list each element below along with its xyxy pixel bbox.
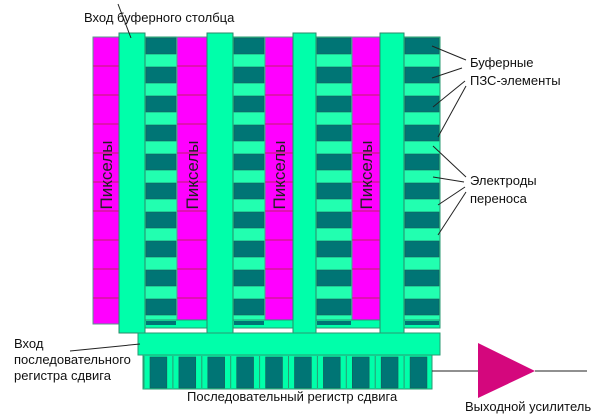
buffer-ccd-element — [145, 124, 177, 142]
serial-register-cell — [409, 356, 428, 389]
serial-register-cell — [149, 356, 168, 389]
buffer-ccd-element — [145, 182, 177, 200]
buffer-ccd-element — [404, 153, 440, 171]
buffer-column-bus — [206, 32, 234, 334]
buffer-ccd-element — [404, 182, 440, 200]
serial-register — [137, 332, 441, 390]
buffer-ccd-element — [316, 153, 352, 171]
buffer-ccd-element — [316, 298, 352, 316]
buffer-ccd-element — [233, 37, 265, 55]
buffer-ccd-element — [145, 240, 177, 258]
buffer-ccd-element — [316, 66, 352, 84]
buffer-bottom-strip — [405, 321, 439, 325]
buffer-ccd-element — [404, 95, 440, 113]
label-serial-input-2: последовательного — [14, 352, 131, 367]
buffer-ccd-element — [404, 66, 440, 84]
serial-register-cell — [265, 356, 283, 389]
buffer-ccd-element — [145, 298, 177, 316]
pixel-column-label: Пикселы — [270, 141, 289, 210]
pixel-column — [92, 36, 120, 325]
buffer-ccd-element — [233, 66, 265, 84]
output-amplifier-icon — [478, 343, 535, 398]
label-output-amplifier: Выходной усилитель — [465, 399, 591, 414]
label-buffer-ccd-1: Буферные — [470, 55, 534, 70]
serial-register-cell — [236, 356, 254, 389]
buffer-ccd-element — [404, 240, 440, 258]
buffer-ccd-element — [316, 182, 352, 200]
buffer-ccd-element — [404, 211, 440, 229]
buffer-ccd-element — [233, 124, 265, 142]
pointer-lines — [69, 3, 467, 352]
buffer-ccd-element — [233, 153, 265, 171]
buffer-ccd-element — [233, 298, 265, 316]
buffer-column-bus — [118, 32, 146, 334]
buffer-ccd-element — [145, 153, 177, 171]
label-serial-input-1: Вход — [14, 336, 44, 351]
label-transfer-electrodes-2: переноса — [470, 191, 528, 206]
serial-register-input-bar — [137, 332, 441, 356]
label-serial-shift-register: Последовательный регистр сдвига — [187, 389, 398, 404]
buffer-ccd-element — [233, 182, 265, 200]
buffer-ccd-element — [233, 269, 265, 287]
pixel-column — [351, 36, 381, 325]
serial-register-cell — [380, 356, 399, 389]
buffer-ccd-element — [316, 124, 352, 142]
label-serial-input-3: регистра сдвига — [14, 368, 112, 383]
buffer-ccd-element — [233, 95, 265, 113]
label-transfer-electrodes-1: Электроды — [470, 173, 537, 188]
buffer-bottom-strip — [234, 321, 264, 325]
pixel-column-label: Пикселы — [357, 141, 376, 210]
serial-register-cell — [207, 356, 225, 389]
ccd-array: Пикселы Пикселы Пикселы Пикселы — [92, 32, 441, 334]
buffer-ccd-element — [404, 269, 440, 287]
buffer-ccd-element — [316, 95, 352, 113]
buffer-ccd-element — [145, 95, 177, 113]
buffer-ccd-element — [316, 269, 352, 287]
pixel-column — [176, 36, 208, 325]
pixel-column-label: Пикселы — [183, 141, 202, 210]
buffer-ccd-element — [404, 298, 440, 316]
pixel-column-label: Пикселы — [97, 141, 116, 210]
buffer-ccd-element — [316, 240, 352, 258]
buffer-ccd-element — [233, 240, 265, 258]
buffer-ccd-element — [316, 211, 352, 229]
serial-register-cell — [178, 356, 197, 389]
buffer-column-bus — [379, 32, 405, 334]
serial-register-cell — [294, 356, 312, 389]
buffer-ccd-element — [404, 124, 440, 142]
buffer-ccd-element — [404, 37, 440, 55]
buffer-ccd-element — [145, 66, 177, 84]
buffer-column-bus — [292, 32, 317, 334]
buffer-ccd-element — [145, 37, 177, 55]
buffer-ccd-element — [316, 37, 352, 55]
buffer-bottom-strip — [146, 321, 176, 325]
buffer-ccd-element — [145, 269, 177, 287]
buffer-ccd-element — [145, 211, 177, 229]
buffer-bottom-strip — [317, 321, 351, 325]
buffer-ccd-element — [233, 211, 265, 229]
serial-register-cell — [323, 356, 341, 389]
label-buffer-column-input: Вход буферного столбца — [84, 10, 235, 25]
serial-register-cell — [351, 356, 370, 389]
label-buffer-ccd-2: ПЗС-элементы — [470, 73, 561, 88]
